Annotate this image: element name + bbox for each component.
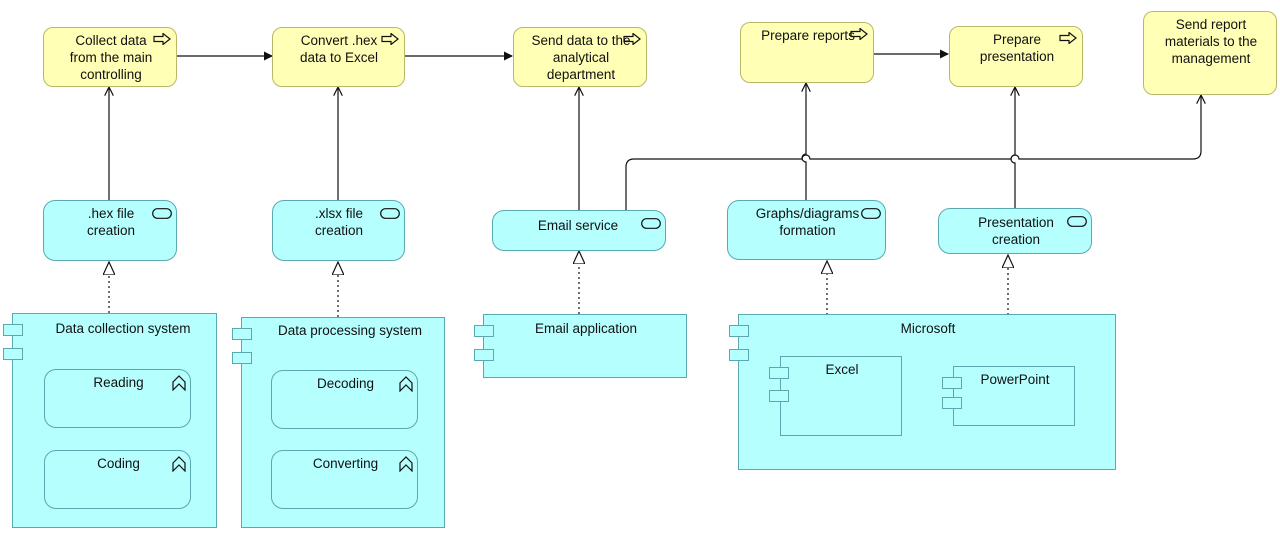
service-presentation-creation[interactable]: Presentation creation <box>938 208 1092 254</box>
process-label: Prepare reports <box>761 28 855 43</box>
process-prepare-reports[interactable]: Prepare reports <box>740 22 874 83</box>
service-label: Graphs/diagrams formation <box>755 206 860 238</box>
component-data-collection-system[interactable]: Data collection system Reading Coding <box>3 313 217 528</box>
function-label: Coding <box>97 456 140 471</box>
process-label: Convert .hex data to Excel <box>299 33 379 65</box>
service-email[interactable]: Email service <box>492 210 666 251</box>
service-pill-icon <box>861 208 881 219</box>
function-label: Decoding <box>316 376 375 391</box>
process-arrow-icon <box>850 28 868 40</box>
process-label: Send data to the analytical department <box>531 33 631 82</box>
function-chevron-icon <box>172 375 186 391</box>
service-pill-icon <box>380 208 400 219</box>
component-label: Microsoft <box>900 321 956 336</box>
process-arrow-icon <box>623 33 641 45</box>
function-decoding[interactable]: Decoding <box>271 370 418 429</box>
process-label: Collect data from the main controlling <box>69 33 153 82</box>
component-email-application[interactable]: Email application <box>474 314 687 378</box>
serve-presentation-prepare <box>1010 88 1015 208</box>
function-label: Reading <box>93 375 144 390</box>
service-label: .xlsx file creation <box>314 206 364 238</box>
service-label: Presentation creation <box>978 215 1054 247</box>
component-microsoft[interactable]: Microsoft Excel PowerPoint <box>729 314 1116 470</box>
process-prepare-presentation[interactable]: Prepare presentation <box>949 26 1083 87</box>
component-label: Excel <box>825 362 859 377</box>
function-coding[interactable]: Coding <box>44 450 191 509</box>
function-label: Converting <box>312 456 379 471</box>
process-collect-data[interactable]: Collect data from the main controlling <box>43 27 177 87</box>
process-arrow-icon <box>153 33 171 45</box>
function-chevron-icon <box>399 456 413 472</box>
process-label: Prepare presentation <box>979 32 1055 64</box>
process-send-analytical[interactable]: Send data to the analytical department <box>513 27 647 87</box>
process-send-management[interactable]: Send report materials to the management <box>1143 11 1277 95</box>
service-xlsx-file-creation[interactable]: .xlsx file creation <box>272 200 405 261</box>
process-label: Send report materials to the management <box>1164 17 1258 66</box>
process-convert-hex[interactable]: Convert .hex data to Excel <box>272 27 405 87</box>
function-chevron-icon <box>399 376 413 392</box>
serve-graphs-reports <box>801 84 806 200</box>
service-pill-icon <box>1067 216 1087 227</box>
process-arrow-icon <box>381 33 399 45</box>
service-label: Email service <box>537 218 619 233</box>
serve-email-management <box>625 96 1201 210</box>
function-reading[interactable]: Reading <box>44 369 191 428</box>
component-label: PowerPoint <box>980 372 1050 387</box>
component-label: Email application <box>534 321 638 336</box>
function-converting[interactable]: Converting <box>271 450 418 509</box>
process-arrow-icon <box>1059 32 1077 44</box>
service-pill-icon <box>641 218 661 229</box>
service-hex-file-creation[interactable]: .hex file creation <box>43 200 177 261</box>
component-powerpoint[interactable]: PowerPoint <box>942 366 1075 426</box>
component-excel[interactable]: Excel <box>769 356 902 436</box>
service-graphs-diagrams[interactable]: Graphs/diagrams formation <box>727 200 886 260</box>
component-data-processing-system[interactable]: Data processing system Decoding Converti… <box>232 317 445 528</box>
service-label: .hex file creation <box>86 206 136 238</box>
component-label: Data processing system <box>277 323 423 338</box>
service-pill-icon <box>152 208 172 219</box>
function-chevron-icon <box>172 456 186 472</box>
component-label: Data collection system <box>55 321 191 336</box>
